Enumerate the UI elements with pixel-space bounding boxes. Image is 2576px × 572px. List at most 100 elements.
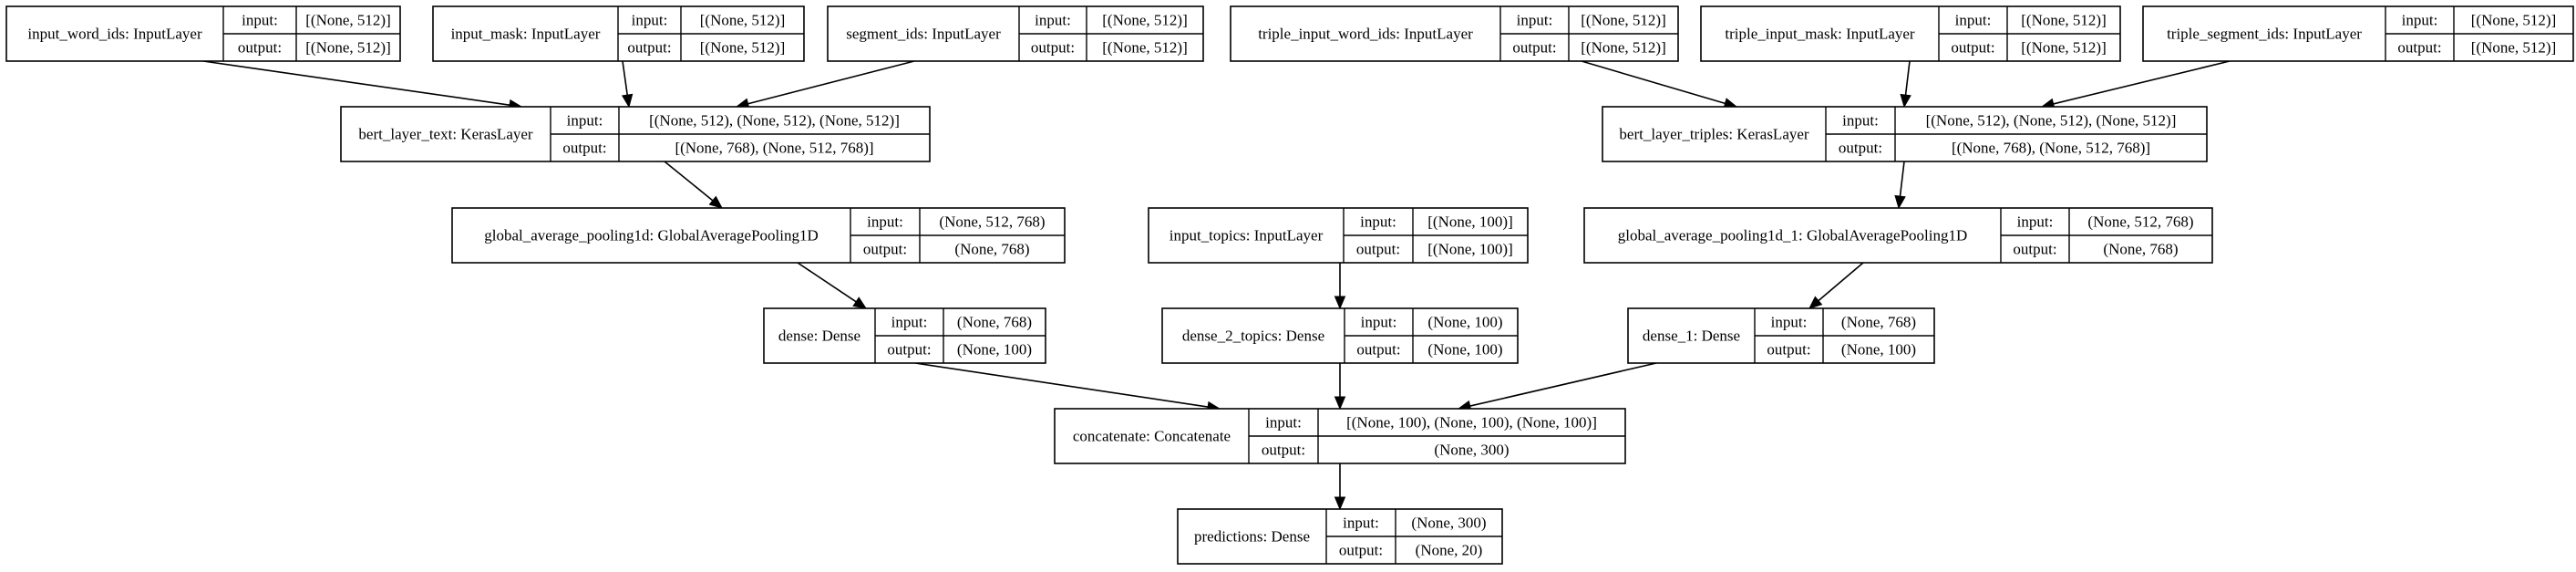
edge-line: [747, 60, 915, 105]
output-shape: [(None, 512)]: [2471, 39, 2556, 57]
output-port-label: output:: [2397, 39, 2441, 57]
layer-node-global_average_pooling1d[interactable]: global_average_pooling1d: GlobalAverageP…: [451, 207, 1066, 264]
edge-line: [1581, 60, 1726, 105]
input-port-label: input:: [1360, 213, 1396, 231]
layer-node-triple_segment_ids[interactable]: triple_segment_ids: InputLayerinput:outp…: [2142, 5, 2574, 62]
input-shape: (None, 512, 768): [2087, 213, 2193, 231]
output-shape: (None, 20): [1416, 542, 1483, 559]
layer-node-input_topics[interactable]: input_topics: InputLayerinput:output:[(N…: [1148, 207, 1529, 264]
input-shape: (None, 100): [1427, 314, 1502, 331]
edge-concatenate-to-predictions: [1334, 463, 1346, 511]
layer-name: global_average_pooling1d_1: GlobalAverag…: [1618, 227, 1968, 244]
edges-layer: [202, 60, 2231, 511]
layer-node-bert_layer_text[interactable]: bert_layer_text: KerasLayerinput:output:…: [340, 106, 931, 162]
output-port-label: output:: [1512, 39, 1556, 57]
arrowhead-icon: [1900, 93, 1911, 109]
input-shape: (None, 300): [1411, 515, 1486, 532]
output-shape: (None, 300): [1434, 442, 1509, 459]
layer-node-global_average_pooling1d_1[interactable]: global_average_pooling1d_1: GlobalAverag…: [1583, 207, 2213, 264]
output-port-label: output:: [863, 241, 907, 258]
input-port-label: input:: [242, 12, 278, 29]
layer-name: triple_input_word_ids: InputLayer: [1258, 26, 1473, 43]
layer-name: dense_2_topics: Dense: [1182, 328, 1324, 345]
output-port-label: output:: [1356, 341, 1400, 359]
arrowhead-icon: [852, 296, 868, 309]
edge-line: [2053, 60, 2231, 105]
input-port-label: input:: [1265, 414, 1302, 432]
edge-input_topics-to-dense_2_topics: [1334, 263, 1346, 310]
input-port-label: input:: [867, 213, 903, 231]
arrowhead-icon: [1808, 296, 1823, 309]
layer-name: dense_1: Dense: [1643, 328, 1740, 345]
output-shape: [(None, 100)]: [1427, 241, 1512, 258]
output-shape: [(None, 512)]: [2021, 39, 2106, 57]
output-shape: [(None, 512)]: [1581, 39, 1665, 57]
layer-node-triple_input_word_ids[interactable]: triple_input_word_ids: InputLayerinput:o…: [1230, 5, 1679, 62]
edge-dense_2_topics-to-concatenate: [1334, 363, 1346, 411]
edge-bert_layer_triples-to-global_average_pooling1d_1: [1894, 161, 1906, 210]
layer-node-concatenate[interactable]: concatenate: Concatenateinput:output:[(N…: [1054, 408, 1626, 464]
edge-segment_ids-to-bert_layer_text: [735, 60, 915, 109]
layer-node-box: [451, 207, 1066, 264]
input-shape: [(None, 100), (None, 100), (None, 100)]: [1346, 414, 1597, 432]
input-shape: (None, 768): [1841, 314, 1916, 331]
input-shape: [(None, 512)]: [2471, 12, 2556, 29]
edge-dense_1-to-concatenate: [1457, 362, 1657, 412]
layer-node-input_word_ids[interactable]: input_word_ids: InputLayerinput:output:[…: [5, 5, 401, 62]
input-port-label: input:: [632, 12, 668, 29]
edge-dense-to-concatenate: [914, 362, 1221, 413]
arrowhead-icon: [708, 195, 723, 209]
layer-node-segment_ids[interactable]: segment_ids: InputLayerinput:output:[(No…: [827, 5, 1204, 62]
input-shape: [(None, 512)]: [1102, 12, 1187, 29]
input-port-label: input:: [2402, 12, 2438, 29]
input-shape: [(None, 100)]: [1427, 213, 1512, 231]
arrowhead-icon: [621, 93, 634, 109]
output-port-label: output:: [627, 39, 671, 57]
input-shape: (None, 512, 768): [939, 213, 1045, 231]
input-shape: (None, 768): [957, 314, 1032, 331]
output-shape: (None, 100): [1841, 341, 1916, 359]
edge-input_mask-to-bert_layer_text: [621, 60, 634, 109]
input-port-label: input:: [1361, 314, 1397, 331]
layer-node-bert_layer_triples[interactable]: bert_layer_triples: KerasLayerinput:outp…: [1602, 106, 2208, 162]
output-port-label: output:: [1951, 39, 1994, 57]
edge-triple_input_word_ids-to-bert_layer_triples: [1581, 60, 1738, 109]
output-port-label: output:: [1356, 241, 1400, 258]
output-shape: [(None, 768), (None, 512, 768)]: [675, 140, 873, 157]
layer-name: input_word_ids: InputLayer: [27, 26, 202, 43]
layer-node-dense_2_topics[interactable]: dense_2_topics: Dense input: output: (None,…: [1161, 307, 1519, 364]
edge-triple_input_mask-to-bert_layer_triples: [1900, 60, 1911, 109]
output-shape: (None, 100): [1427, 341, 1502, 359]
output-port-label: output:: [1262, 442, 1305, 459]
nodes-layer: input_word_ids: InputLayer input: output: […: [5, 5, 2574, 565]
edge-global_average_pooling1d_1-to-dense_1: [1808, 262, 1864, 309]
edge-bert_layer_text-to-global_average_pooling1d: [664, 161, 723, 209]
layer-name: predictions: Dense: [1194, 528, 1310, 546]
layer-name: segment_ids: InputLayer: [846, 26, 1001, 43]
edge-line: [1904, 60, 1911, 96]
input-port-label: input:: [567, 112, 603, 130]
layer-node-triple_input_mask[interactable]: triple_input_mask: InputLayerinput:outpu…: [1700, 5, 2121, 62]
arrowhead-icon: [1334, 496, 1346, 511]
layer-name: triple_input_mask: InputLayer: [1725, 26, 1915, 43]
edge-line: [1469, 362, 1657, 407]
layer-node-predictions[interactable]: predictions: Dense input: output: (None, 30…: [1177, 508, 1503, 565]
output-shape: (None, 100): [957, 341, 1032, 359]
edge-line: [622, 60, 628, 96]
output-port-label: output:: [1839, 140, 1882, 157]
input-port-label: input:: [891, 314, 928, 331]
layer-name: bert_layer_triples: KerasLayer: [1619, 126, 1808, 143]
layer-node-input_mask[interactable]: input_mask: InputLayerinput:output:[(Non…: [432, 5, 805, 62]
edge-line: [914, 362, 1209, 408]
input-shape: [(None, 512), (None, 512), (None, 512)]: [649, 112, 900, 130]
input-shape: [(None, 512)]: [1581, 12, 1665, 29]
edge-line: [1818, 262, 1864, 302]
input-port-label: input:: [1343, 515, 1379, 532]
output-port-label: output:: [1339, 542, 1383, 559]
edge-line: [202, 60, 510, 106]
output-port-label: output:: [887, 341, 931, 359]
input-port-label: input:: [1035, 12, 1071, 29]
output-port-label: output:: [238, 39, 282, 57]
